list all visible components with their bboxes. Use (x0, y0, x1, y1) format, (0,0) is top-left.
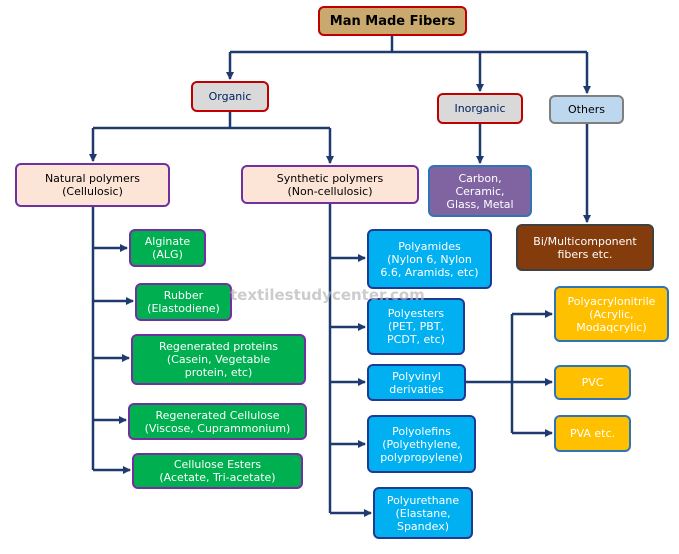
polyamides-node: Polyamides (Nylon 6, Nylon 6.6, Aramids,… (367, 229, 492, 289)
pva-node: PVA etc. (554, 415, 631, 452)
regenerated-proteins-node: Regenerated proteins (Casein, Vegetable … (131, 334, 306, 385)
organic-node: Organic (191, 81, 269, 112)
polyolefins-node: Polyolefins (Polyethylene, polypropylene… (367, 415, 476, 473)
polyurethane-node: Polyurethane (Elastane, Spandex) (373, 487, 473, 539)
inorganic-node: Inorganic (437, 93, 523, 124)
polyacrylonitrile-node: Polyacrylonitrile (Acrylic, Modaqcrylic) (554, 286, 669, 342)
polyesters-node: Polyesters (PET, PBT, PCDT, etc) (367, 298, 465, 355)
watermark-text: textilestudycenter.com (230, 286, 425, 304)
cellulose-esters-node: Cellulose Esters (Acetate, Tri-acetate) (132, 453, 303, 489)
polyvinyl-node: Polyvinyl derivaties (367, 364, 466, 401)
rubber-node: Rubber (Elastodiene) (135, 283, 232, 321)
bicomponent-fibers-node: Bi/Multicomponent fibers etc. (516, 224, 654, 271)
synthetic-polymers-node: Synthetic polymers (Non-cellulosic) (241, 165, 419, 204)
carbon-ceramic-glass-metal-node: Carbon, Ceramic, Glass, Metal (428, 165, 532, 217)
natural-polymers-node: Natural polymers (Cellulosic) (15, 163, 170, 207)
title-node: Man Made Fibers (318, 6, 467, 36)
others-node: Others (549, 95, 624, 124)
alginate-node: Alginate (ALG) (129, 229, 206, 267)
regenerated-cellulose-node: Regenerated Cellulose (Viscose, Cuprammo… (128, 403, 307, 440)
pvc-node: PVC (554, 365, 631, 400)
